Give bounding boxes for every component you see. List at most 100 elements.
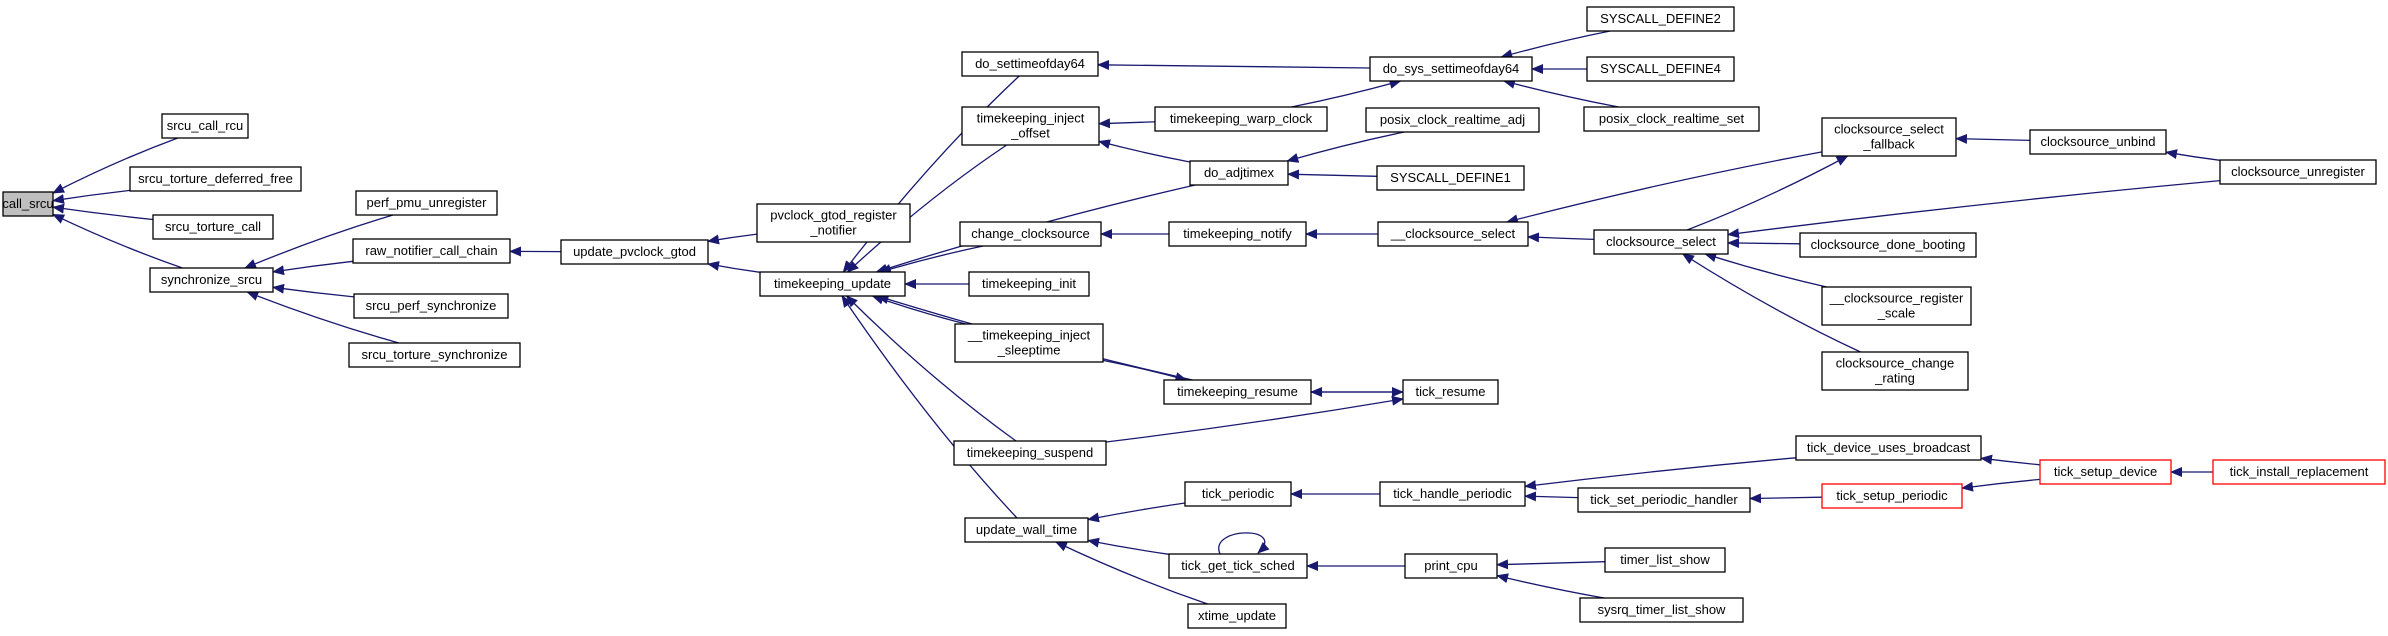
node-box <box>953 440 1107 466</box>
node-xtime-update[interactable]: xtime_update <box>1187 603 1287 629</box>
edge-timekeeping-warp-clock-to-timekeeping-inject-offset <box>1098 118 1156 129</box>
node-box <box>348 342 521 368</box>
node-box <box>1799 232 1977 258</box>
node-posix-clock-realtime-adj[interactable]: posix_clock_realtime_adj <box>1365 107 1540 133</box>
node-raw-notifier-call-chain[interactable]: raw_notifier_call_chain <box>352 238 511 264</box>
node-posix-clock-realtime-set[interactable]: posix_clock_realtime_set <box>1583 106 1760 132</box>
node-syscall-define4[interactable]: SYSCALL_DEFINE4 <box>1586 56 1735 82</box>
node-box <box>1184 481 1292 507</box>
node-tick-setup-periodic[interactable]: tick_setup_periodic <box>1821 483 1963 509</box>
node-tick-setup-device[interactable]: tick_setup_device <box>2039 459 2172 485</box>
edge-timekeeping-suspend-to-tick-resume <box>1105 395 1404 443</box>
node-change-clocksource[interactable]: change_clocksource <box>959 221 1102 247</box>
node-tick-install-replacement[interactable]: tick_install_replacement <box>2212 459 2386 485</box>
node-box <box>152 214 274 240</box>
node-timekeeping-init[interactable]: timekeeping_init <box>968 271 1090 297</box>
node-box <box>1404 553 1498 579</box>
node-do-settimeofday64[interactable]: do_settimeofday64 <box>961 51 1099 77</box>
node-timekeeping-warp-clock[interactable]: timekeeping_warp_clock <box>1154 106 1328 132</box>
node-label: posix_clock_realtime_set <box>1599 111 1745 126</box>
node-clocksource-change-rating[interactable]: clocksource_change_rating <box>1821 351 1969 391</box>
node-srcu-perf-synchronize[interactable]: srcu_perf_synchronize <box>353 293 509 319</box>
node-label: do_sys_settimeofday64 <box>1383 61 1520 76</box>
node-box <box>1376 165 1525 191</box>
node-box <box>1821 483 1963 509</box>
node-timekeeping-inject-offset[interactable]: timekeeping_inject_offset <box>961 106 1100 146</box>
node-do-sys-settimeofday64[interactable]: do_sys_settimeofday64 <box>1369 56 1533 82</box>
node-tick-resume[interactable]: tick_resume <box>1402 379 1499 405</box>
edge-tick-get-tick-sched-to-update-wall-time <box>1087 537 1170 555</box>
node-clocksource-done-booting[interactable]: clocksource_done_booting <box>1799 232 1977 258</box>
edge-tick-set-periodic-handler-to-tick-handle-periodic <box>1524 491 1579 502</box>
node-pvclock-gtod-register-notifier[interactable]: pvclock_gtod_register_notifier <box>756 203 911 243</box>
node-clocksource-select[interactable]: __clocksource_select <box>1377 221 1529 247</box>
edge-tick-device-uses-broadcast-to-tick-handle-periodic <box>1524 457 1797 491</box>
node-tick-device-uses-broadcast[interactable]: tick_device_uses_broadcast <box>1795 435 1982 461</box>
node-timekeeping-update[interactable]: timekeeping_update <box>759 271 906 297</box>
node-srcu-torture-call[interactable]: srcu_torture_call <box>152 214 274 240</box>
node-label: timer_list_show <box>1620 552 1710 567</box>
node-box <box>1168 553 1308 579</box>
node-label: tick_install_replacement <box>2230 464 2369 479</box>
node-update-pvclock-gtod[interactable]: update_pvclock_gtod <box>560 239 709 265</box>
node-timer-list-show[interactable]: timer_list_show <box>1604 547 1726 573</box>
node-label: timekeeping_suspend <box>967 445 1093 460</box>
node-timekeeping-suspend[interactable]: timekeeping_suspend <box>953 440 1107 466</box>
node-tick-get-tick-sched[interactable]: tick_get_tick_sched <box>1168 553 1308 579</box>
node-label: timekeeping_resume <box>1177 384 1298 399</box>
node-label: srcu_torture_synchronize <box>362 347 508 362</box>
node-box <box>968 271 1090 297</box>
node-label: posix_clock_realtime_adj <box>1380 112 1525 127</box>
node-box <box>1821 286 1972 326</box>
node-clocksource-unregister[interactable]: clocksource_unregister <box>2219 159 2377 185</box>
node-tick-set-periodic-handler[interactable]: tick_set_periodic_handler <box>1577 487 1751 513</box>
node-update-wall-time[interactable]: update_wall_time <box>964 517 1089 543</box>
node-label: pvclock_gtod_register <box>770 208 897 223</box>
node-clocksource-unbind[interactable]: clocksource_unbind <box>2029 129 2167 155</box>
node-clocksource-select-fallback[interactable]: clocksource_select_fallback <box>1821 117 1957 157</box>
edge-clocksource-select-to-clocksource-select <box>1527 232 1595 243</box>
node-synchronize-srcu[interactable]: synchronize_srcu <box>149 267 274 293</box>
node-label: srcu_call_rcu <box>167 118 244 133</box>
node-label: tick_device_uses_broadcast <box>1807 440 1971 455</box>
node-label: clocksource_unregister <box>2231 164 2365 179</box>
node-label: tick_periodic <box>1202 486 1275 501</box>
node-label: print_cpu <box>1424 558 1477 573</box>
node-label: update_wall_time <box>976 522 1077 537</box>
node-label: _rating <box>1874 371 1915 386</box>
node-label: do_settimeofday64 <box>975 56 1085 71</box>
node-box <box>2219 159 2377 185</box>
node-perf-pmu-unregister[interactable]: perf_pmu_unregister <box>355 190 498 216</box>
node-box <box>1365 107 1540 133</box>
node-syscall-define1[interactable]: SYSCALL_DEFINE1 <box>1376 165 1525 191</box>
edge-posix-clock-realtime-set-to-do-sys-settimeofday64 <box>1502 78 1619 108</box>
node-label: srcu_torture_call <box>165 219 261 234</box>
node-srcu-call-rcu[interactable]: srcu_call_rcu <box>161 113 249 139</box>
node-do-adjtimex[interactable]: do_adjtimex <box>1189 160 1289 186</box>
edge-clocksource-done-booting-to-clocksource-select <box>1727 238 1801 249</box>
node-box <box>1189 160 1289 186</box>
node-label: synchronize_srcu <box>161 272 262 287</box>
node-srcu-torture-synchronize[interactable]: srcu_torture_synchronize <box>348 342 521 368</box>
node-label: __clocksource_select <box>1390 226 1516 241</box>
edge-timer-list-show-to-print-cpu <box>1496 559 1606 570</box>
node-sysrq-timer-list-show[interactable]: sysrq_timer_list_show <box>1579 597 1744 623</box>
node-timekeeping-notify[interactable]: timekeeping_notify <box>1168 221 1307 247</box>
node-label: __timekeeping_inject <box>967 328 1091 343</box>
node-label: update_pvclock_gtod <box>573 244 696 259</box>
node-tick-periodic[interactable]: tick_periodic <box>1184 481 1292 507</box>
node-print-cpu[interactable]: print_cpu <box>1404 553 1498 579</box>
node-srcu-torture-deferred-free[interactable]: srcu_torture_deferred_free <box>129 166 302 192</box>
edge-change-clocksource-to-timekeeping-update <box>879 245 984 274</box>
node-clocksource-register-scale[interactable]: __clocksource_register_scale <box>1821 286 1972 326</box>
node-label: _scale <box>1877 306 1916 321</box>
node-clocksource-select[interactable]: clocksource_select <box>1593 229 1729 255</box>
node-tick-handle-periodic[interactable]: tick_handle_periodic <box>1379 481 1526 507</box>
node-call-srcu[interactable]: call_srcu <box>2 191 54 217</box>
node-timekeeping-inject-sleeptime[interactable]: __timekeeping_inject_sleeptime <box>954 323 1104 363</box>
node-box <box>560 239 709 265</box>
node-timekeeping-resume[interactable]: timekeeping_resume <box>1163 379 1312 405</box>
node-label: sysrq_timer_list_show <box>1598 602 1726 617</box>
node-syscall-define2[interactable]: SYSCALL_DEFINE2 <box>1586 6 1735 32</box>
node-box <box>1187 603 1287 629</box>
